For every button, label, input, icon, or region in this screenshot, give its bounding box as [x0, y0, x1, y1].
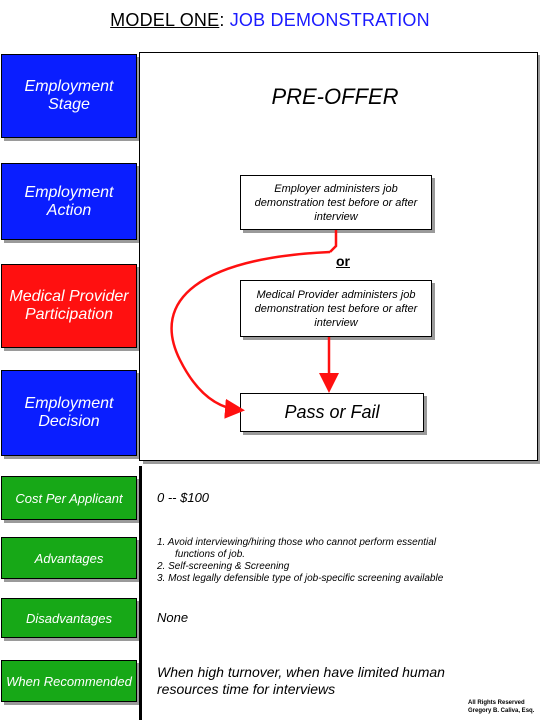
disadvantages-value: None — [157, 610, 189, 625]
label-employment-action: Employment Action — [1, 163, 137, 240]
advantages-list: 1. Avoid interviewing/hiring those who c… — [157, 537, 517, 585]
when-recommended-value: When high turnover, when have limited hu… — [157, 664, 445, 697]
label-employment-decision-text: Employment Decision — [24, 395, 114, 430]
title-subject: JOB DEMONSTRATION — [229, 10, 430, 30]
medical-provider-box: Medical Provider administers job demonst… — [240, 280, 432, 337]
page-title: MODEL ONE: JOB DEMONSTRATION — [0, 10, 540, 31]
label-disadvantages: Disadvantages — [1, 598, 137, 638]
title-separator: : — [219, 10, 225, 30]
medical-provider-box-text: Medical Provider administers job demonst… — [254, 288, 418, 329]
label-employment-action-text: Employment Action — [24, 183, 114, 219]
advantage-line: 1. Avoid interviewing/hiring those who c… — [157, 537, 437, 548]
label-employment-stage: Employment Stage — [1, 54, 137, 138]
advantage-line: 2. Self-screening & Screening — [157, 561, 290, 572]
advantage-line: 3. Most legally defensible type of job-s… — [157, 573, 444, 584]
copyright-notice: All Rights Reserved Gregory B. Caliva, E… — [468, 699, 534, 715]
label-medical-provider-text: Medical Provider Participation — [9, 288, 129, 323]
label-advantages: Advantages — [1, 537, 137, 579]
employer-box: Employer administers job demonstration t… — [240, 175, 432, 230]
label-when-recommended-text: When Recommended — [6, 673, 132, 689]
stage-value: PRE-OFFER — [271, 84, 399, 109]
label-advantages-text: Advantages — [34, 550, 104, 566]
advantage-line: functions of job. — [175, 549, 246, 560]
connector-line — [329, 230, 338, 253]
label-employment-stage-text: Employment Stage — [24, 78, 114, 113]
label-cost-per-applicant: Cost Per Applicant — [1, 476, 137, 520]
decision-box: Pass or Fail — [240, 393, 424, 432]
label-disadvantages-text: Disadvantages — [26, 610, 112, 626]
cost-value: 0 -- $100 — [157, 490, 210, 505]
details-divider — [139, 466, 142, 720]
label-cost-text: Cost Per Applicant — [15, 490, 123, 506]
curved-arrow — [170, 250, 331, 419]
decision-text: Pass or Fail — [284, 402, 380, 422]
copyright-line2: Gregory B. Caliva, Esq. — [468, 708, 535, 714]
copyright-line1: All Rights Reserved — [468, 700, 525, 706]
label-when-recommended: When Recommended — [1, 660, 137, 702]
label-medical-provider-participation: Medical Provider Participation — [1, 264, 137, 348]
title-model: MODEL ONE — [110, 10, 220, 30]
employer-box-text: Employer administers job demonstration t… — [254, 182, 418, 223]
or-label: or — [336, 253, 350, 269]
label-employment-decision: Employment Decision — [1, 370, 137, 456]
